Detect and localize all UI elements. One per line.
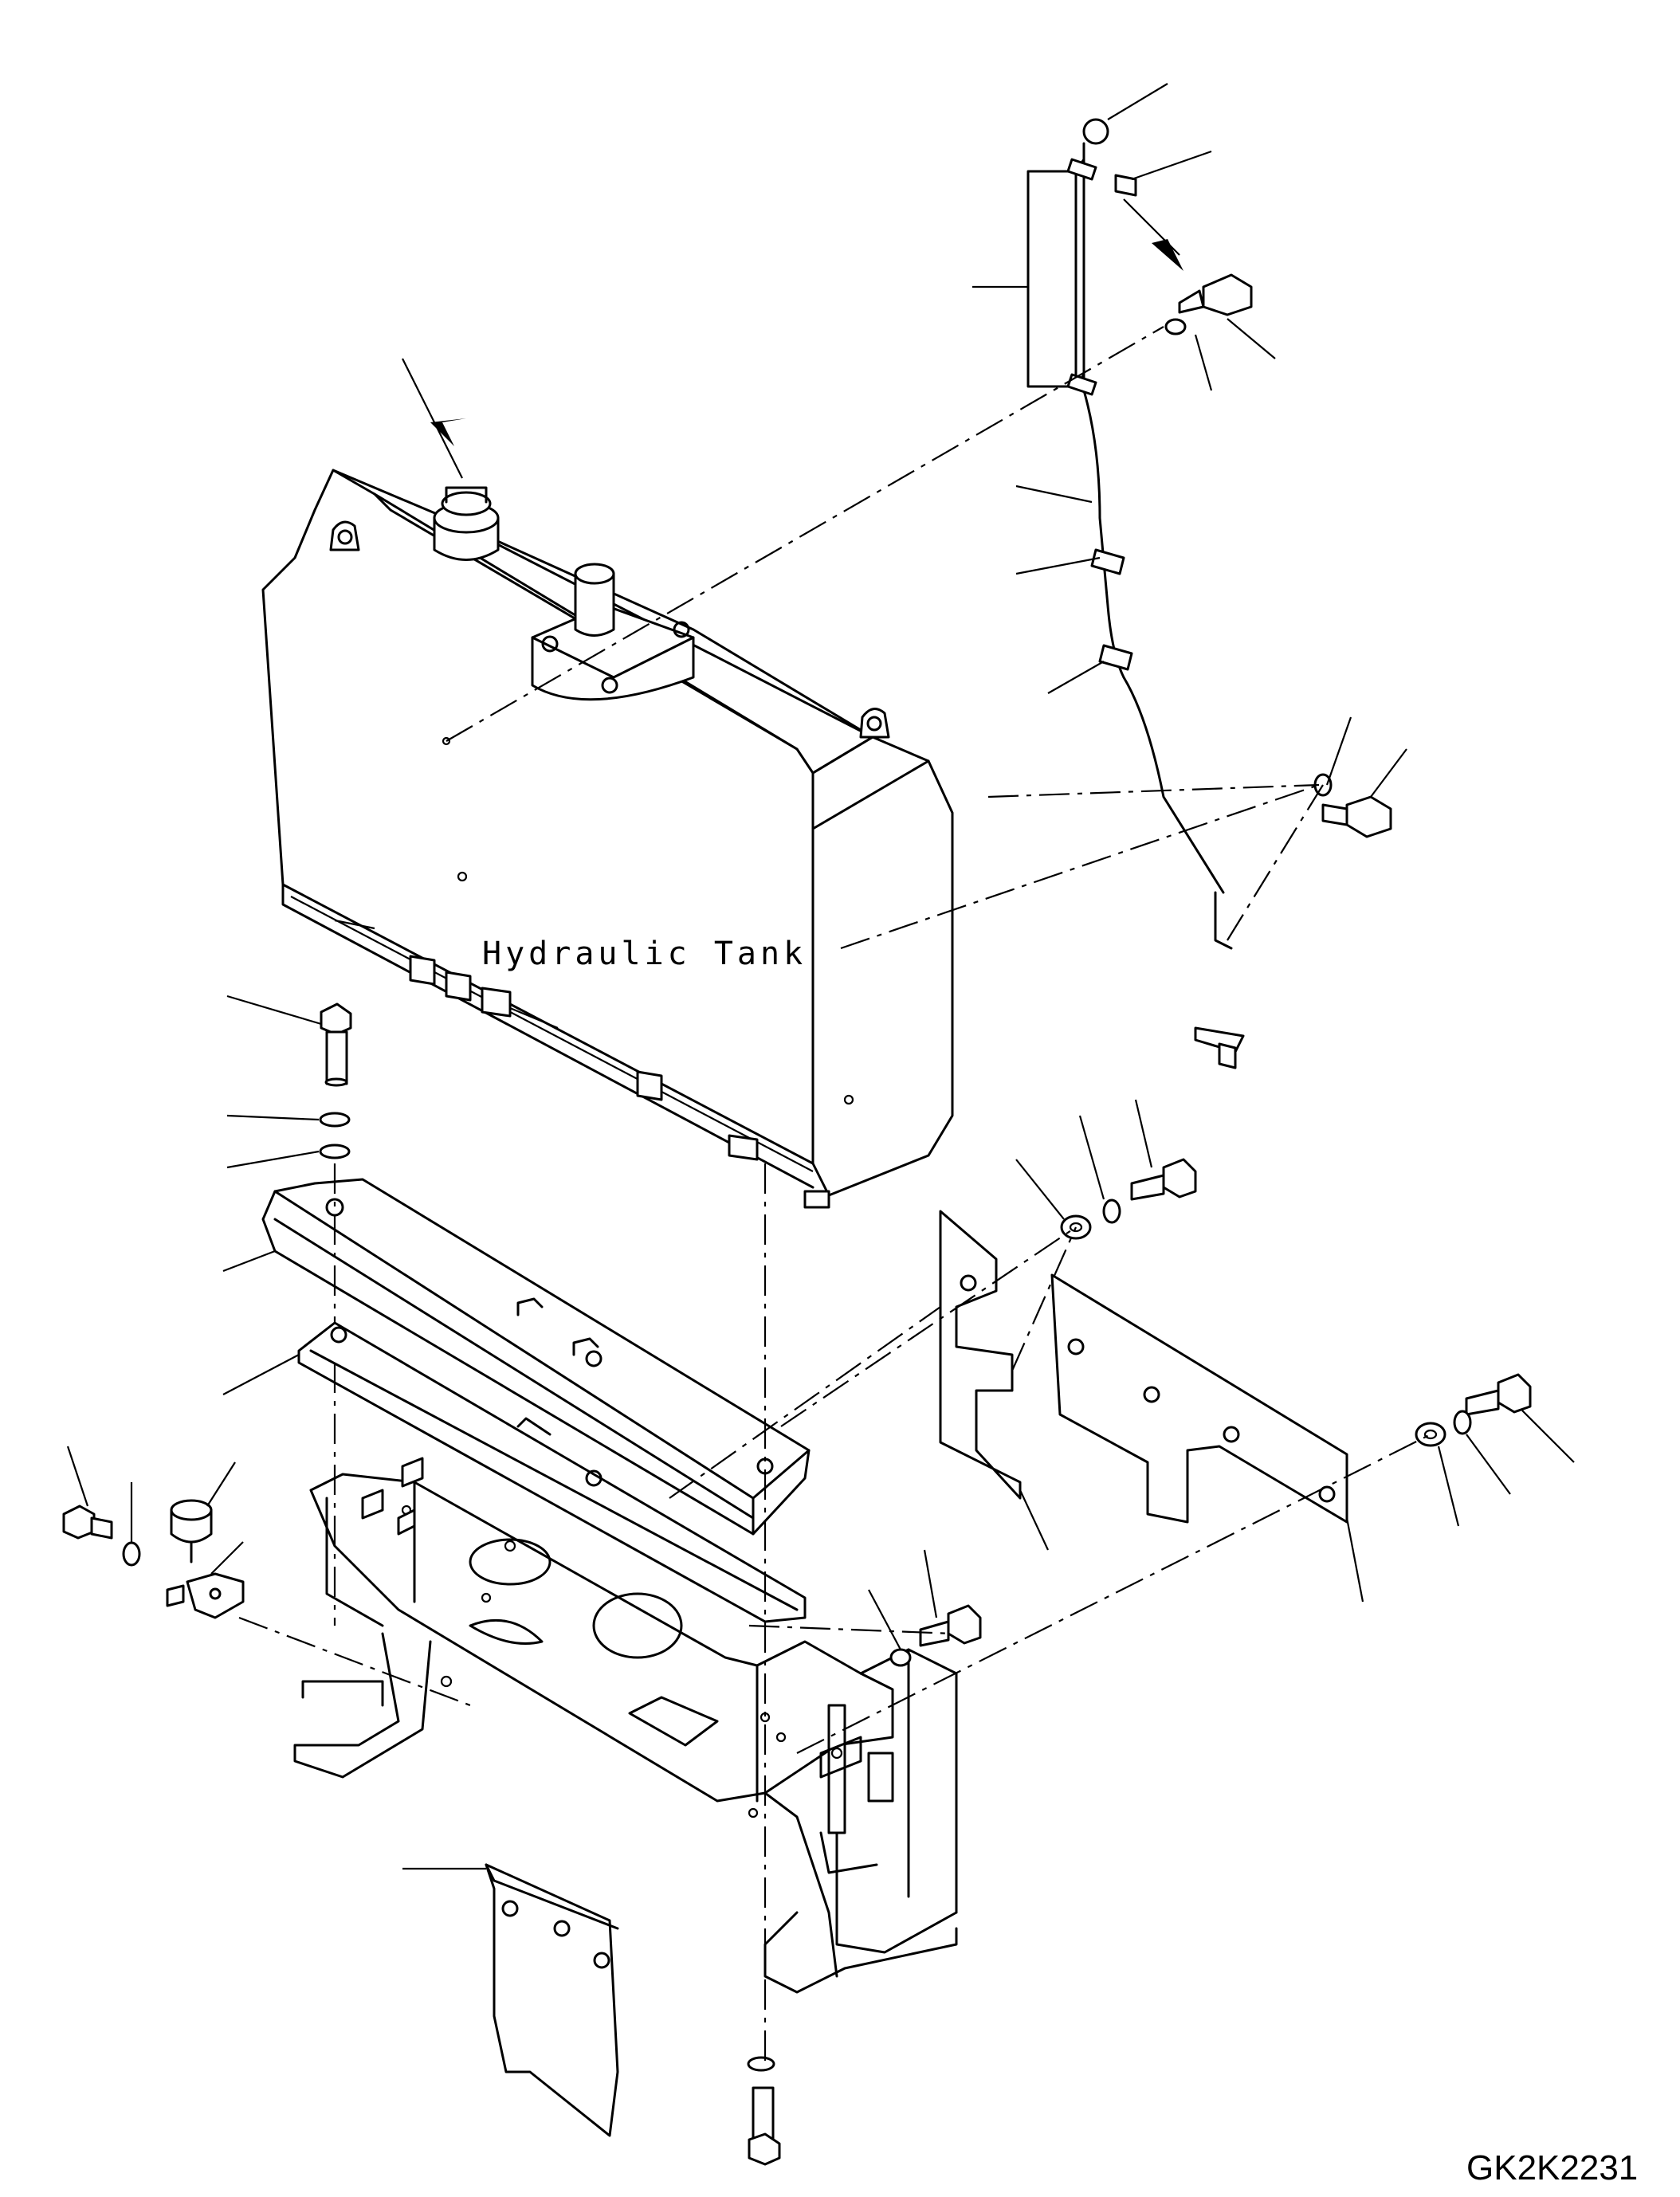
rubber-mount	[170, 1499, 213, 1563]
bolt-mid-right	[1313, 773, 1392, 838]
bolt-left	[62, 1505, 113, 1540]
bolt-frame-mid	[919, 1604, 982, 1647]
bolt-cover-top	[1130, 1158, 1197, 1201]
side-guard-panel	[485, 1863, 619, 2137]
level-gauge-assembly	[1026, 118, 1233, 950]
washer-sealed-cover-right	[1415, 1422, 1446, 1447]
washer-cover-top	[1102, 1199, 1121, 1224]
leader-lines	[66, 83, 1575, 1870]
centerlines	[238, 326, 1431, 2064]
gauge-arrow	[1123, 198, 1183, 271]
tank-label: Hydraulic Tank	[482, 936, 807, 972]
washer-left	[122, 1541, 141, 1567]
drawing-code: GK2K2231	[1466, 2148, 1638, 2187]
filler-cap-arrow	[402, 358, 466, 479]
washer-stay-1	[319, 1112, 351, 1128]
cover-plate-right	[1050, 1273, 1348, 1524]
gasket-plate	[297, 1321, 807, 1623]
hydraulic-tank	[261, 469, 954, 1209]
mount-bracket	[166, 1572, 245, 1619]
cover-plate-left	[939, 1210, 1022, 1500]
bolt-top-right	[1164, 273, 1253, 335]
bolt-stay	[320, 1002, 352, 1087]
washer-frame-mid	[889, 1648, 912, 1667]
washer-stay-2	[319, 1144, 351, 1159]
washer-cover-right	[1453, 1410, 1472, 1435]
stay-bar	[261, 1178, 811, 1536]
bolt-bottom	[748, 2086, 781, 2166]
bolt-cover-right	[1465, 1373, 1532, 1416]
gauge-mount	[1194, 1026, 1245, 1069]
washer-bottom	[747, 2056, 775, 2072]
